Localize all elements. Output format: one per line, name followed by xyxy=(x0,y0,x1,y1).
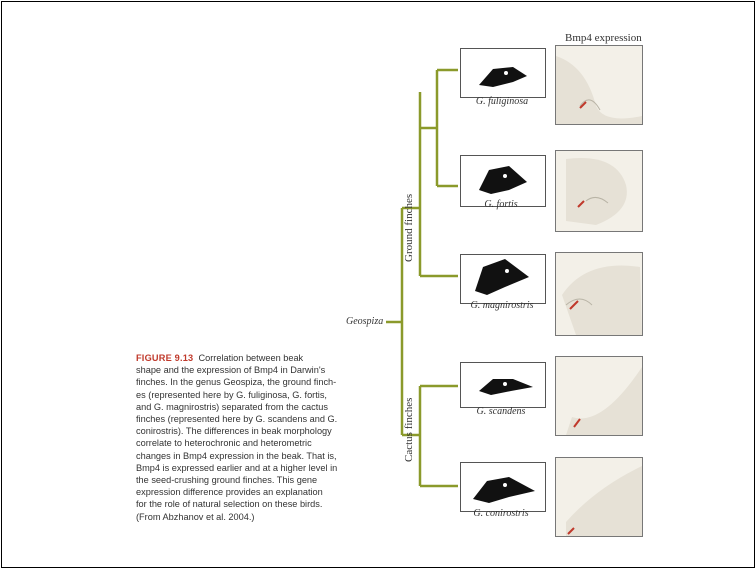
figure-caption: FIGURE 9.13 Correlation between beak sha… xyxy=(136,352,368,523)
clade-label-cactus: Cactus finches xyxy=(403,398,415,462)
species-name: G. scandens xyxy=(456,406,546,417)
beak-image xyxy=(461,49,545,97)
caption-line: correlate to heterochronic and heteromet… xyxy=(136,437,368,449)
bmp4-photo-conirostris xyxy=(555,457,643,537)
caption-line: finches (represented here by G. scandens… xyxy=(136,413,368,425)
caption-line: the seed-crushing ground finches. This g… xyxy=(136,474,368,486)
caption-line: conirostris). The differences in beak mo… xyxy=(136,425,368,437)
beak-box-fuliginosa xyxy=(460,48,546,98)
species-name: G. fortis xyxy=(456,199,546,210)
clade-label-ground: Ground finches xyxy=(403,194,415,262)
bmp4-photo-fuliginosa xyxy=(555,45,643,125)
beak-box-scandens xyxy=(460,362,546,408)
caption-line: es (represented here by G. fuliginosa, G… xyxy=(136,389,368,401)
bmp4-photo-scandens xyxy=(555,356,643,436)
root-label: Geospiza xyxy=(346,316,383,327)
beak-image xyxy=(461,363,545,407)
species-name: G. fuliginosa xyxy=(457,96,547,107)
beak-box-conirostris xyxy=(460,462,546,512)
figure-id: FIGURE 9.13 xyxy=(136,353,193,363)
bmp4-column-header: Bmp4 expression xyxy=(565,32,642,44)
caption-line: changes in Bmp4 expression in the beak. … xyxy=(136,450,368,462)
beak-image xyxy=(461,255,545,303)
beak-box-magnirostris xyxy=(460,254,546,304)
caption-line: and G. magnirostris) separated from the … xyxy=(136,401,368,413)
species-name: G. conirostris xyxy=(456,508,546,519)
beak-image xyxy=(461,463,545,511)
species-name: G. magnirostris xyxy=(457,300,547,311)
caption-line: expression difference provides an explan… xyxy=(136,486,368,498)
caption-line: Bmp4 is expressed earlier and at a highe… xyxy=(136,462,368,474)
bmp4-photo-fortis xyxy=(555,150,643,232)
caption-line: for the role of natural selection on the… xyxy=(136,498,368,510)
caption-line: (From Abzhanov et al. 2004.) xyxy=(136,511,368,523)
caption-line: Correlation between beak xyxy=(198,353,303,363)
caption-line: finches. In the genus Geospiza, the grou… xyxy=(136,376,368,388)
caption-line: shape and the expression of Bmp4 in Darw… xyxy=(136,364,368,376)
bmp4-photo-magnirostris xyxy=(555,252,643,336)
